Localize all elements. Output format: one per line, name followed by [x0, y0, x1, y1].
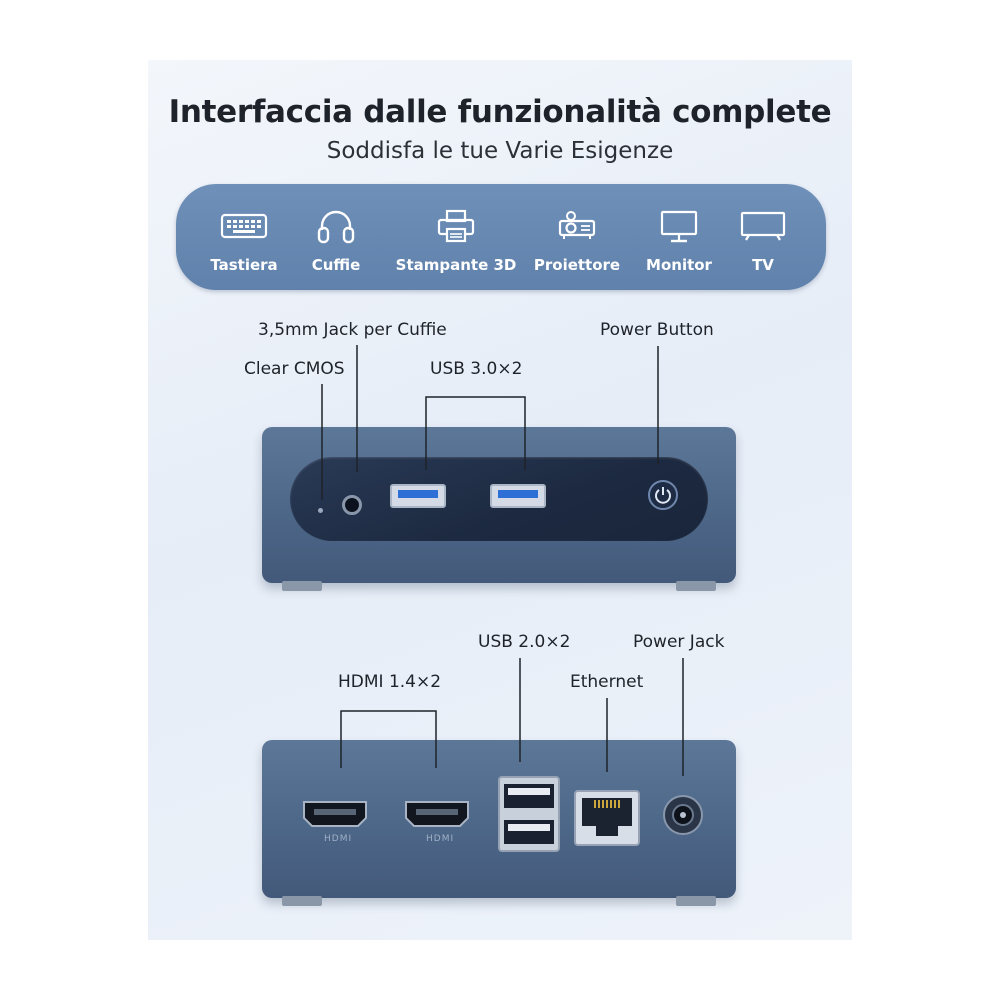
- device-label: Proiettore: [533, 256, 621, 274]
- device-label: Tastiera: [210, 256, 278, 274]
- label-ethernet: Ethernet: [570, 672, 644, 692]
- annotation-lines: [321, 345, 684, 776]
- device-label: Cuffie: [311, 256, 361, 274]
- projector-icon: [558, 211, 596, 239]
- label-hdmi: HDMI 1.4×2: [338, 672, 442, 692]
- printer-icon: [437, 209, 475, 243]
- page-subtitle: Soddisfa le tue Varie Esigenze: [326, 138, 674, 164]
- headphones-icon: [317, 210, 355, 244]
- label-clear-cmos: Clear CMOS: [244, 359, 345, 379]
- device-projector: Proiettore: [521, 208, 633, 274]
- hdmi-port-2: [405, 801, 469, 827]
- product-panel: Interfaccia dalle funzionalità complete …: [148, 60, 852, 940]
- power-icon: [655, 487, 671, 504]
- usb2-ports: [498, 776, 560, 852]
- clear-cmos-button[interactable]: [318, 508, 323, 513]
- label-power-jack: Power Jack: [633, 632, 725, 652]
- hdmi-port-label-2: HDMI: [426, 834, 455, 844]
- monitor-icon: [660, 210, 698, 243]
- device-label: Monitor: [646, 256, 712, 274]
- ethernet-port: [574, 790, 640, 846]
- front-panel: [290, 457, 708, 541]
- headphone-jack-port: [342, 495, 362, 515]
- device-monitor: Monitor: [624, 208, 734, 274]
- label-usb3: USB 3.0×2: [430, 359, 523, 379]
- device-label: Stampante 3D: [395, 256, 517, 274]
- device-tv: TV: [708, 208, 818, 274]
- keyboard-icon: [220, 213, 268, 239]
- page-title: Interfaccia dalle funzionalità complete: [168, 94, 832, 130]
- device-keyboard: Tastiera: [189, 208, 299, 274]
- hdmi-port-1: [303, 801, 367, 827]
- hdmi-port-label-1: HDMI: [324, 834, 353, 844]
- device-label: TV: [752, 256, 774, 274]
- mini-pc-front: [262, 427, 736, 591]
- label-usb2: USB 2.0×2: [478, 632, 571, 652]
- tv-icon: [740, 211, 786, 241]
- usb3-port-1: [390, 484, 446, 508]
- power-jack-port: [663, 795, 703, 835]
- compatible-devices-bar: Tastiera Cuffie Stampante 3D: [176, 184, 826, 290]
- label-power-button: Power Button: [600, 320, 714, 340]
- power-button[interactable]: [648, 480, 678, 510]
- label-headphone-jack: 3,5mm Jack per Cuffie: [258, 320, 447, 340]
- usb3-port-2: [490, 484, 546, 508]
- device-headphones: Cuffie: [281, 208, 391, 274]
- device-3d-printer: Stampante 3D: [391, 208, 521, 274]
